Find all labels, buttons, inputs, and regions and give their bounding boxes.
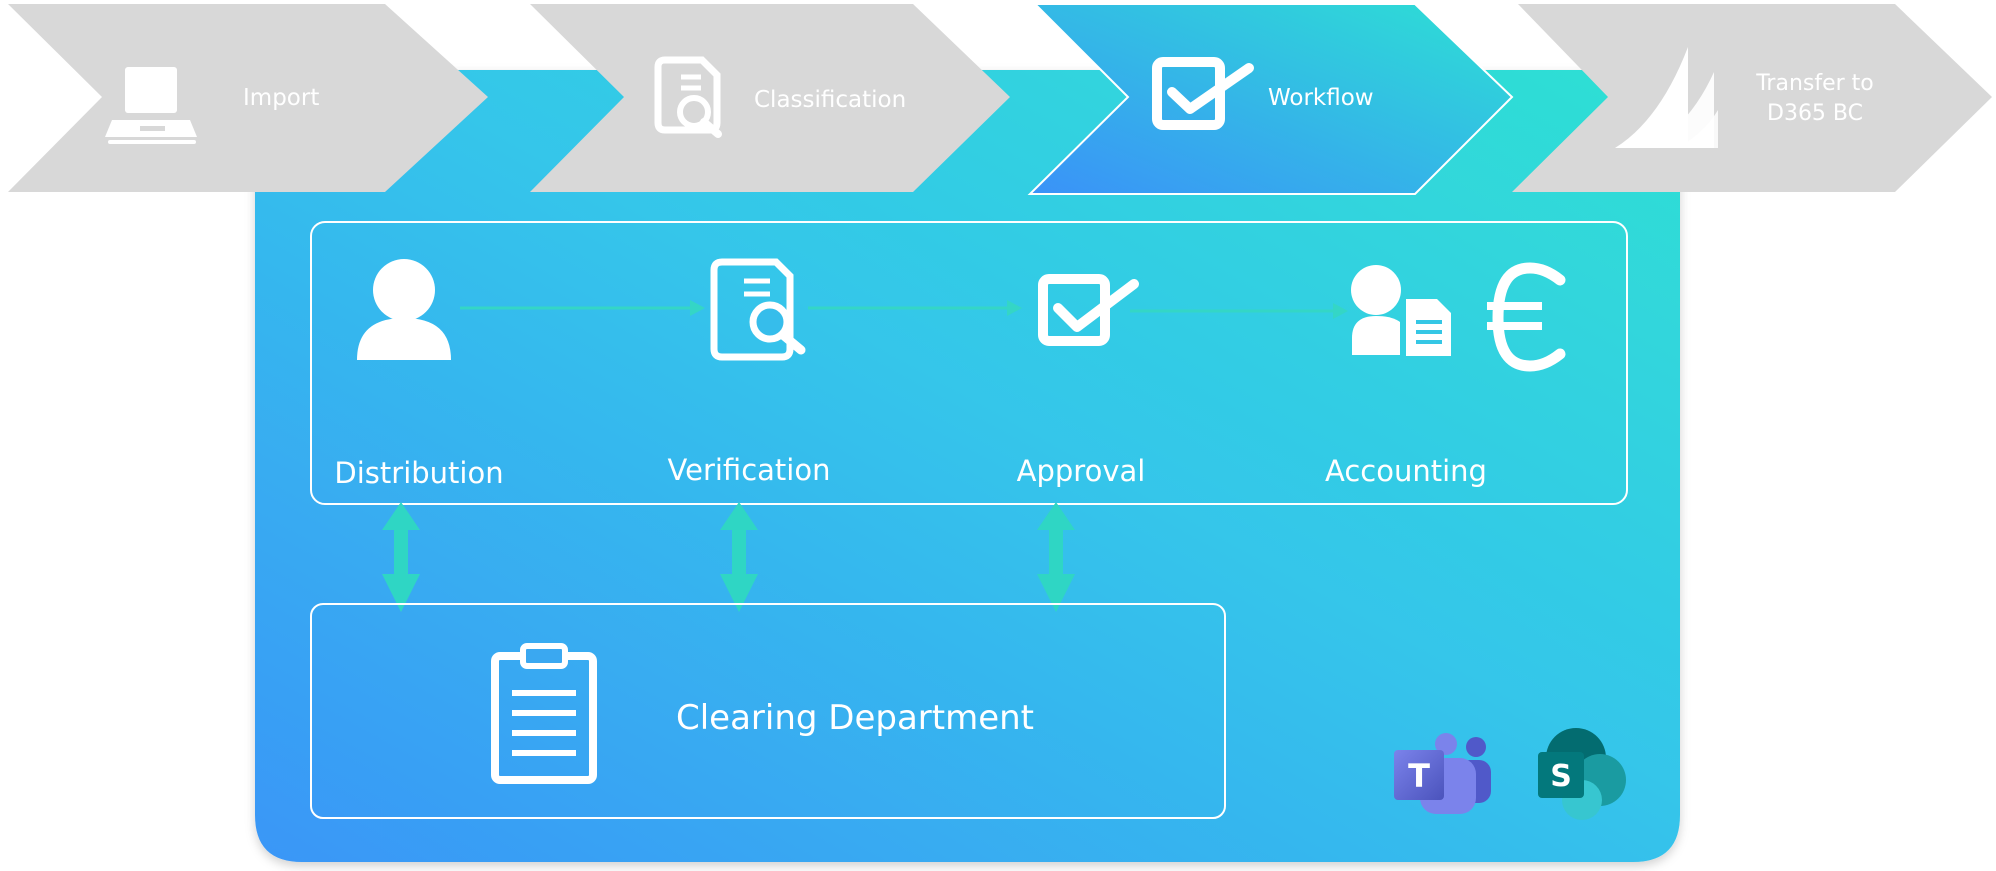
document-search-icon: [654, 56, 722, 138]
workflow-panel: [255, 70, 1680, 862]
user-icon: [357, 259, 451, 360]
step-label-classification: Classification: [754, 87, 906, 113]
clipboard-icon: [491, 643, 597, 784]
stage-label-accounting: Accounting: [1325, 454, 1487, 488]
step-import: Import: [8, 4, 488, 192]
step-label-transfer-line2: D365 BC: [1767, 101, 1863, 126]
stages-box: [310, 221, 1628, 505]
double-arrow-verification: [720, 502, 758, 612]
teams-logo-letter: T: [1408, 757, 1430, 795]
step-workflow: Workflow: [1027, 3, 1514, 195]
checkbox-icon: [1152, 57, 1254, 130]
sharepoint-logo-letter: S: [1550, 759, 1572, 794]
dynamics-logo-icon: [1615, 47, 1718, 148]
accountant-icon: [1351, 265, 1451, 356]
stage-connector-arrows: [460, 300, 1348, 319]
sharepoint-logo-icon: S: [1538, 728, 1626, 820]
clearing-department-label: Clearing Department: [676, 698, 1034, 738]
double-arrow-distribution: [382, 502, 420, 612]
stage-label-approval: Approval: [1017, 454, 1146, 488]
stage-label-distribution: Distribution: [334, 456, 503, 490]
checkbox-icon: [1038, 274, 1139, 346]
clearing-department-box: [310, 603, 1226, 819]
step-label-transfer-line1: Transfer to: [1755, 71, 1874, 96]
document-search-icon: [710, 258, 806, 361]
step-classification: Classification: [530, 4, 1010, 192]
step-label-import: Import: [243, 85, 319, 111]
euro-icon: [1487, 262, 1566, 372]
stage-label-verification: Verification: [668, 453, 831, 487]
step-label-workflow: Workflow: [1268, 85, 1374, 111]
double-arrows: [382, 502, 1075, 612]
scanner-icon: [105, 67, 197, 144]
double-arrow-approval: [1037, 502, 1075, 612]
teams-logo-icon: T: [1394, 733, 1491, 814]
step-transfer: Transfer to D365 BC: [1512, 4, 1992, 192]
